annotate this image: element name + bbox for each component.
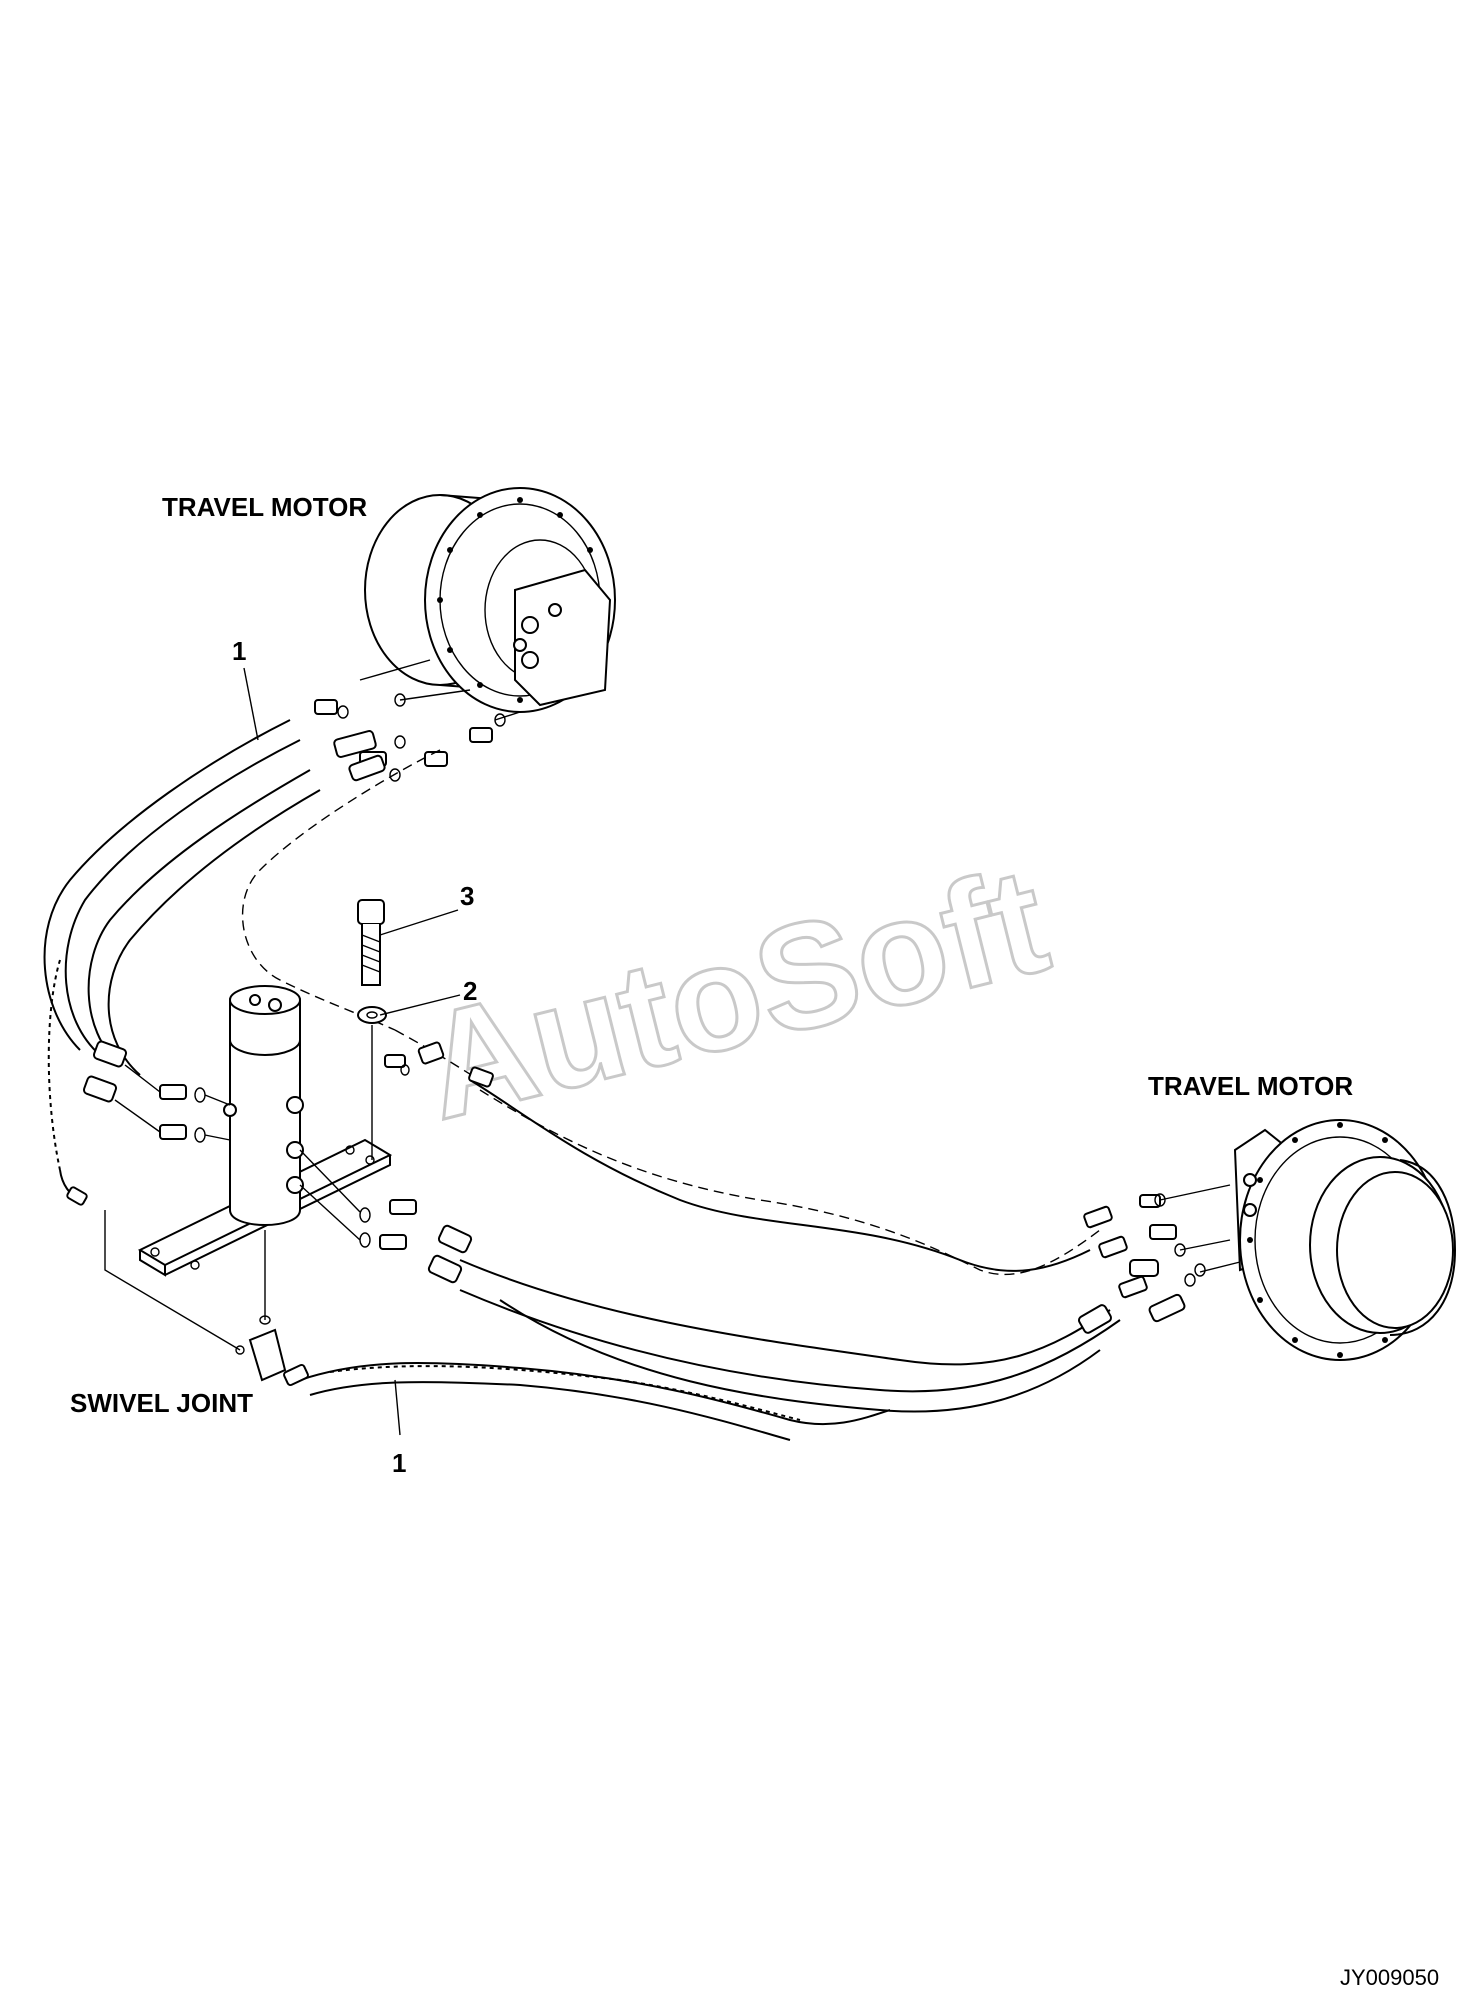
leader-lines	[243, 667, 461, 1436]
callout-washer: 2	[463, 976, 477, 1006]
hose-assembly-1	[43, 719, 1121, 1441]
label-travel-motor-right: TRAVEL MOTOR	[1148, 1071, 1353, 1101]
travel-motor-right	[1233, 1119, 1457, 1361]
bolt	[357, 899, 385, 986]
label-swivel-joint: SWIVEL JOINT	[70, 1388, 253, 1418]
fittings-top	[314, 659, 521, 782]
travel-motor-top	[364, 487, 616, 713]
label-travel-motor-top: TRAVEL MOTOR	[162, 492, 367, 522]
callout-bolt: 3	[460, 881, 474, 911]
callout-hose-top: 1	[232, 636, 246, 666]
drawing-code: JY009050	[1340, 1965, 1439, 1990]
fittings-right	[1077, 1184, 1241, 1334]
washer	[357, 1006, 387, 1024]
callout-hose-bottom: 1	[392, 1448, 406, 1478]
swivel-joint	[82, 985, 494, 1387]
